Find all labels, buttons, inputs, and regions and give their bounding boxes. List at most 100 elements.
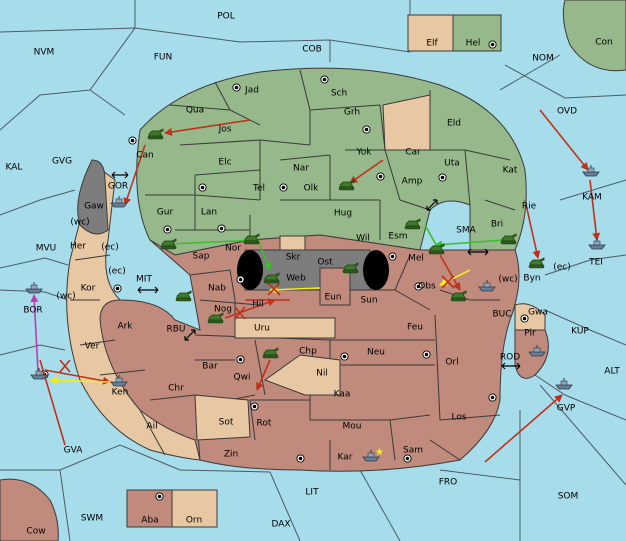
sea-label: GVG [52, 157, 72, 167]
province-label: Gur [157, 208, 174, 218]
province-label: Lan [201, 208, 217, 218]
province-label: Wil [356, 234, 370, 244]
sea-label: Con [595, 38, 613, 48]
province-label: Her [70, 242, 86, 252]
province-label: Amp [402, 177, 423, 187]
province-label: Orn [186, 516, 202, 526]
province-label: Hil [252, 300, 264, 310]
tan-west [66, 164, 201, 461]
province-label: Feu [407, 323, 423, 333]
province-label: Sun [360, 296, 377, 306]
province-label: Uru [254, 324, 270, 334]
sea-label: GVP [557, 404, 576, 414]
sea-label: KAL [6, 163, 23, 173]
star-icon: ★ [375, 447, 384, 458]
sea-labels: POL NVM FUN COB NOM Con OVD KAL GVG GOR … [6, 12, 621, 537]
province-label: Pir [524, 329, 536, 339]
province-labels: Jad Sch Qua Jos Grh Eld Can Elc Nar Yok … [56, 39, 570, 526]
province-label: Qwi [234, 373, 251, 383]
province-Eun[interactable] [319, 267, 351, 306]
sea-label: NVM [34, 48, 55, 58]
province-label: Mel [408, 254, 424, 264]
province-Gwa[interactable] [514, 303, 546, 331]
sea-label: FRO [439, 478, 458, 488]
province-Nil[interactable] [263, 354, 341, 396]
sea-label: BOR [23, 306, 42, 316]
province-label: (ec) [108, 267, 126, 277]
sea-label: ROD [500, 353, 520, 363]
province-label: Car [405, 148, 421, 158]
province-label: Nar [293, 164, 309, 174]
province-label: Kat [503, 166, 518, 176]
sea-label: TEI [588, 258, 603, 268]
province-Cow[interactable] [0, 478, 59, 541]
province-Uru[interactable] [234, 317, 336, 339]
sea-label: MIT [136, 275, 152, 285]
province-label: Bar [202, 362, 218, 372]
province-Car[interactable] [382, 94, 431, 151]
province-label: Rot [257, 419, 272, 429]
sea-label: SOM [558, 492, 579, 502]
province-label: Nor [225, 244, 241, 254]
black-cap-right [363, 250, 389, 290]
sea-label: LIT [305, 488, 319, 498]
sea-label: SWM [81, 514, 103, 524]
province-label: Ost [317, 258, 333, 268]
sea-label: OVD [557, 107, 577, 117]
province-label: Ark [117, 322, 133, 332]
province-label: Gwa [528, 308, 548, 318]
province-label: Kor [81, 284, 96, 294]
province-label: Sot [219, 418, 234, 428]
province-Sot[interactable] [194, 394, 251, 441]
province-label: Esm [388, 232, 407, 242]
province-Gaw[interactable] [77, 159, 109, 235]
province-label: Yok [355, 148, 372, 158]
province-label: Byn [523, 274, 540, 284]
province-label: Kaa [334, 390, 351, 400]
province-label: Aba [141, 516, 158, 526]
province-label: Los [451, 413, 466, 423]
sea-label: GOR [108, 182, 128, 192]
province-label: Mou [343, 422, 362, 432]
province-label: Nog [214, 305, 232, 315]
province-label: (wc) [56, 292, 75, 302]
sea-label: POL [217, 12, 235, 22]
sea-label: Cow [26, 527, 45, 537]
box-Elf [407, 14, 454, 52]
province-label: Eld [447, 119, 461, 129]
province-label: Web [286, 274, 306, 284]
province-label: Elf [426, 39, 438, 49]
province-label: Jos [218, 125, 232, 135]
sea-label: GVA [64, 446, 84, 456]
province-label: Tel [252, 184, 265, 194]
orders [30, 109, 601, 463]
province-label: Gaw [84, 202, 104, 212]
province-label: Ver [85, 342, 100, 352]
province-label: Eun [324, 293, 341, 303]
province-label: Sam [403, 446, 423, 456]
sea-label: ALT [604, 367, 620, 377]
box-Orn [171, 489, 218, 528]
province-label: Qua [186, 106, 204, 116]
province-label: Nil [316, 369, 328, 379]
province-label: Hug [334, 209, 352, 219]
province-label: Uta [444, 159, 460, 169]
province-label: Orl [445, 358, 458, 368]
province-label: Olk [304, 184, 320, 194]
sea-label: DAX [271, 520, 290, 530]
province-label: Chp [299, 347, 317, 357]
black-cap-left [237, 250, 263, 290]
sea-label: COB [302, 45, 322, 55]
province-label: Chr [168, 384, 184, 394]
province-label: (ec) [101, 243, 119, 253]
sea-label: FUN [154, 53, 173, 63]
province-label: Neu [367, 348, 385, 358]
province-Con[interactable] [562, 0, 626, 72]
province-label: Sap [193, 252, 210, 262]
sea-label: MVU [36, 244, 57, 254]
province-label: Skr [286, 253, 301, 263]
failed-markers [59, 275, 455, 373]
province-label: (wc) [498, 275, 517, 285]
